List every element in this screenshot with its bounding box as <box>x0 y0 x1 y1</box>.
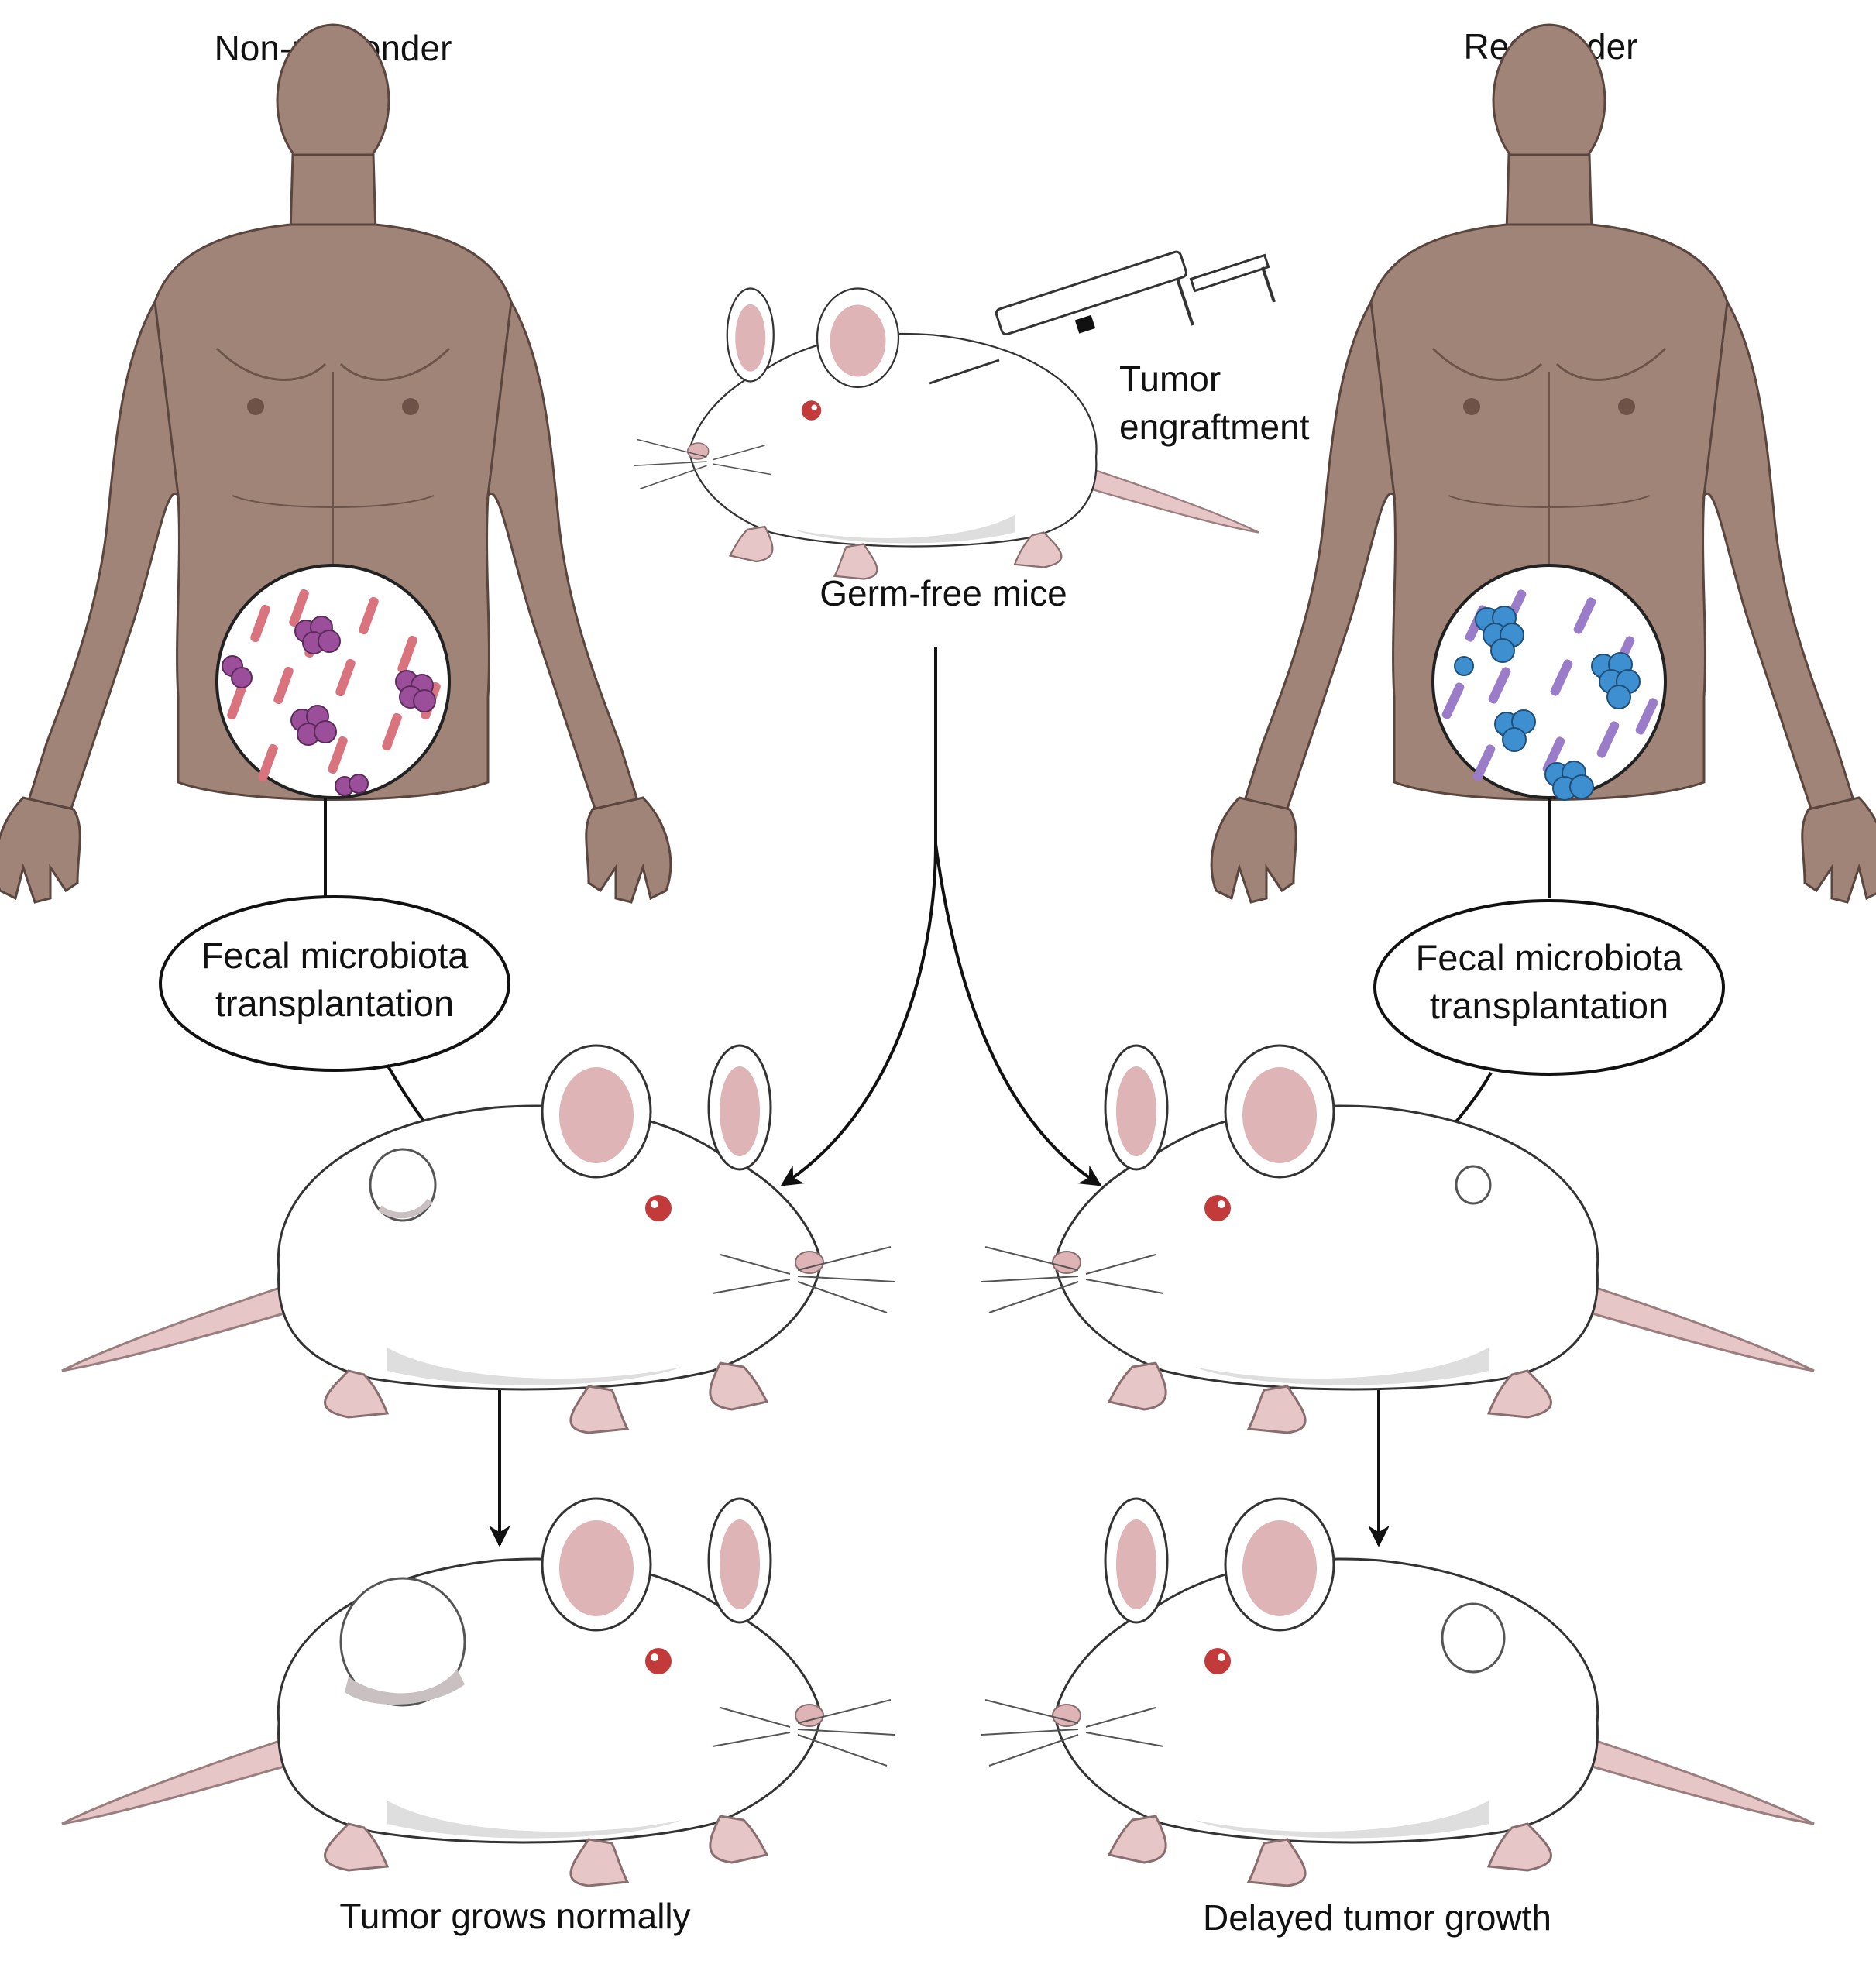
mouse-icon-left-bottom <box>60 1497 896 1887</box>
tumor-engraftment-label-line1: Tumor <box>1119 359 1221 399</box>
fmt-oval-left: Fecal microbiota transplantation <box>159 895 510 1072</box>
fmt-right-line2: transplantation <box>1430 985 1668 1026</box>
syringe-icon <box>929 250 1276 385</box>
fmt-oval-right: Fecal microbiota transplantation <box>1373 899 1725 1076</box>
microbiota-circle-icon-left <box>215 564 451 799</box>
germ-free-mice-label: Germ-free mice <box>819 573 1067 613</box>
arrow-icon-group <box>386 647 1493 1547</box>
fmt-right-line1: Fecal microbiota <box>1416 937 1684 978</box>
outcome-left-label: Tumor grows normally <box>339 1896 690 1936</box>
mouse-icon-left-middle <box>60 1044 896 1434</box>
fmt-left-line1: Fecal microbiota <box>201 935 469 976</box>
mouse-icon-right-bottom <box>980 1497 1816 1887</box>
fmt-left-line2: transplantation <box>215 983 454 1024</box>
mouse-icon-right-middle <box>980 1044 1816 1434</box>
outcome-right-label: Delayed tumor growth <box>1203 1897 1551 1938</box>
arrow-germfree-split-left <box>780 647 937 1186</box>
microbiota-circle-icon-right <box>1431 564 1667 801</box>
arrow-germfree-split-right <box>934 843 1102 1186</box>
tumor-engraftment-label-line2: engraftment <box>1119 407 1310 447</box>
